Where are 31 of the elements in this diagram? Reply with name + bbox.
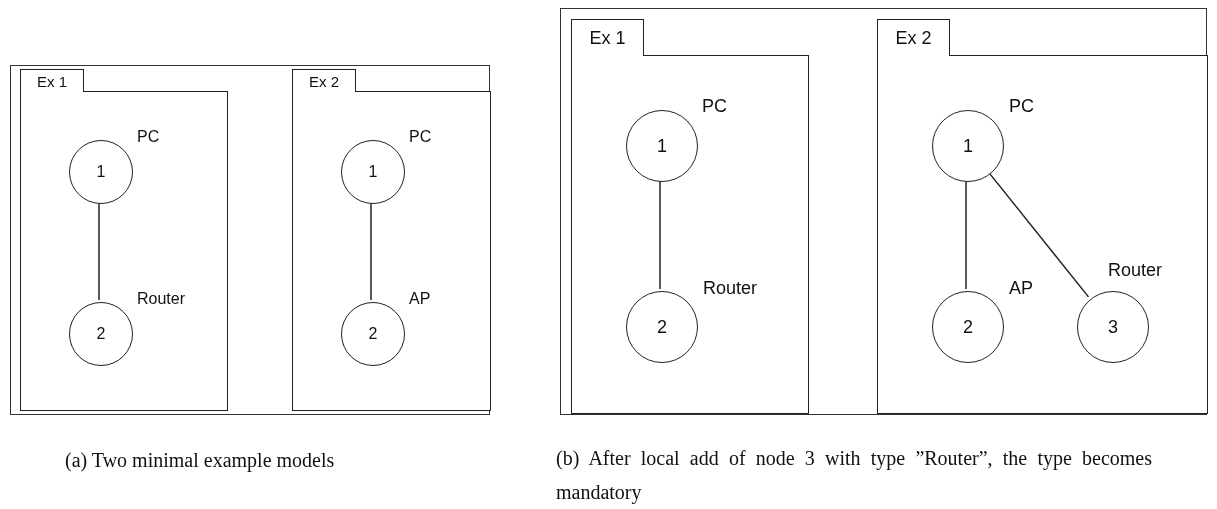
circle-node: 2 — [69, 302, 133, 366]
type-label: Router — [1108, 260, 1163, 281]
panel-label: (a) Two minimal example models — [65, 448, 336, 474]
package-tab: Ex 2 — [292, 69, 356, 92]
connector-line — [987, 171, 1090, 298]
connector-line — [370, 201, 372, 301]
panel-frame — [560, 8, 1207, 415]
package-tab: Ex 1 — [20, 69, 84, 92]
panel-label: (b) After local add of node 3 with type ”Router”, the type becomes mandatory — [556, 446, 1152, 506]
type-label: AP — [1009, 278, 1033, 299]
type-label: PC — [409, 128, 432, 146]
circle-node: 2 — [341, 302, 405, 366]
circle-node: 1 — [626, 110, 698, 182]
circle-node: 2 — [932, 291, 1004, 363]
type-label: PC — [1009, 96, 1034, 117]
connector-line — [659, 179, 661, 290]
type-label: AP — [409, 290, 431, 308]
package-tab: Ex 2 — [877, 19, 950, 56]
circle-node: 1 — [932, 110, 1004, 182]
circle-node: 3 — [1077, 291, 1149, 363]
package-tab: Ex 1 — [571, 19, 644, 56]
circle-node: 2 — [626, 291, 698, 363]
connector-line — [98, 201, 100, 301]
type-label: PC — [702, 96, 727, 117]
type-label: Router — [137, 290, 186, 308]
panel-frame — [10, 65, 490, 415]
connector-line — [965, 179, 967, 290]
type-label: PC — [137, 128, 160, 146]
type-label: Router — [703, 278, 758, 299]
circle-node: 1 — [69, 140, 133, 204]
circle-node: 1 — [341, 140, 405, 204]
